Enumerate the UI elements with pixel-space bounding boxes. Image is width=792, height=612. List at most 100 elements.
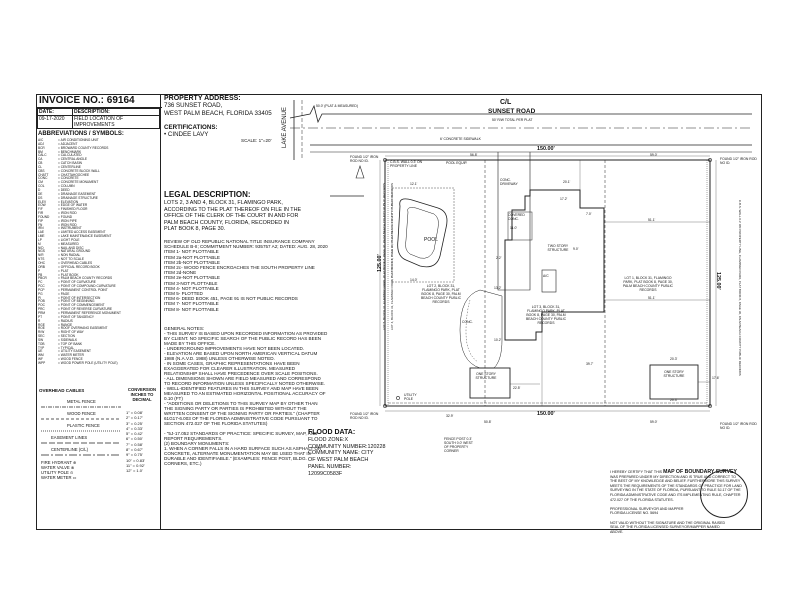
note-line: - THIS SURVEY IS BASED UPON RECORDED INF… [164, 331, 328, 336]
abbreviation-row: IRN= INSTRUMENT [38, 226, 82, 231]
review-line: ITEM 7- NOT PLOTTABLE [164, 301, 219, 307]
dim-d4: 51.1' [648, 296, 656, 300]
note-line: - IN SOME CASES, GRAPHIC REPRESENTATIONS… [164, 361, 300, 366]
certification-line: FLORIDA ADMINISTRATIVE CODE AND ITS IMPL… [610, 492, 741, 497]
utility-pole-label: UTILITY POLE [404, 393, 417, 401]
pool-inner [405, 207, 439, 259]
abbreviation-row: OHC= OVERHEAD CABLES [38, 261, 93, 265]
review-line: REVIEW OF OLD REPUBLIC NATIONAL TITLE IN… [164, 239, 315, 244]
certification-line: MEETS THE REQUIREMENTS OF THE STANDARDS … [610, 483, 742, 488]
abbreviation-row: TOB= TOP OF BANK [38, 341, 83, 346]
conversion-row: 3" = 0.25' [126, 420, 143, 426]
note-line: SECTION 472.027 OF THE FLORIDA STATUTES) [164, 421, 268, 426]
description-header: DESCRIPTION: [72, 108, 160, 116]
abbreviation-row: WF= WOOD FENCE [38, 357, 83, 362]
legend-utility-pole: UTILITY POLE ⊙ [41, 470, 74, 475]
flood-line: COMMUNITY NAME: CITY [308, 450, 374, 457]
note-line: - UNDERGROUND IMPROVEMENTS HAVE NOT BEEN… [164, 346, 305, 351]
legal-line: PALM BEACH COUNTY, FLORIDA, RECORDED IN [164, 219, 290, 226]
flood-line: 12099C0583F [308, 470, 343, 477]
legal-line: ACCORDING TO THE PLAT THEREOF ON FILE IN… [164, 206, 302, 213]
ac-label: A/C [543, 274, 549, 278]
note-line: CORNERS, ETC.) [164, 461, 202, 466]
found-ur: FOUND 1/2" IRON ROD NO ID. [720, 157, 757, 165]
legend-water-valve: WATER VALVE ⊗ [41, 465, 75, 470]
legal-line: PLAT BOOK 8, PAGE 30. [164, 226, 226, 233]
dim-d18: 20.3' [670, 398, 678, 402]
legal-description: LOTS 2, 3 AND 4, BLOCK 31, FLAMINGO PARK… [164, 200, 364, 233]
note-line: BY CLIENT. NO SPECIFIC SEARCH OF THE PUB… [164, 336, 322, 341]
covered-conc-label: COVERED CONC. [508, 213, 525, 221]
note-line: REPORT REQUIREMENTS. [164, 436, 223, 441]
left-column [36, 94, 161, 530]
dim-d21: 14.0' [410, 278, 418, 282]
abbreviation-row: RGE= RANGE [38, 322, 73, 327]
review-line: ITEM 2c- WOOD FENCE ENCROACHES THE SOUTH… [164, 265, 315, 271]
review-line: ITEM 5- PLOTTED [164, 291, 203, 297]
corner-lr-marker [708, 404, 712, 408]
property-boundary [384, 159, 711, 407]
conversion-row: 2" = 0.17' [126, 415, 143, 421]
pool-label: POOL [424, 237, 438, 243]
legal-line: LOTS 2, 3 AND 4, BLOCK 31, FLAMINGO PARK… [164, 200, 283, 206]
dim-right: 125.00' [715, 272, 721, 290]
review-line: ITEM 2a-NOT PLOTTABLE [164, 254, 220, 260]
lot4-vertical-label: LOT 4, BLOCK 31, FLAMINGO PARK, PLAT BOO… [390, 183, 394, 330]
abbreviation-row: UE= UTILITY EASEMENT [38, 349, 91, 354]
note-line: - "ADDITIONS OR DELETIONS TO THIS SURVEY… [164, 401, 318, 406]
conversion-title: CONVERSION INCHES TO DECIMAL [127, 387, 157, 402]
note-line: 0.10 (FT) [164, 396, 183, 401]
fence-post-label: FENCE POST 0.3' SOUTH 0.0' WEST OF PROPE… [444, 437, 473, 453]
revision-table: DATE: DESCRIPTION: 09-17-2020 FIELD LOCA… [37, 108, 160, 129]
abbreviation-row: BM= BENCHMARK [38, 149, 82, 154]
note-line: - WELL-IDENTIFIED FEATURES IN THIS SURVE… [164, 386, 319, 391]
abbreviation-row: PBCR= PALM BEACH COUNTY RECORDS [38, 276, 113, 281]
certification-line: PROFESSIONAL SURVEYOR AND MAPPER [610, 506, 684, 511]
title-review: REVIEW OF OLD REPUBLIC NATIONAL TITLE IN… [164, 239, 379, 312]
note-line: TO RECORD INFORMATION UNLESS SPECIFICALL… [164, 381, 326, 386]
abbreviation-row: CALC= CALCULATED [38, 153, 82, 158]
abbreviation-row: DS= DRAINAGE STRUCTURE [38, 195, 98, 200]
abbreviation-row: SW= SIDEWALK [38, 337, 78, 342]
abbreviation-row: ROE= ROOF OVERHANG EASEMENT [38, 326, 108, 331]
abbreviation-row: NTS= NOT TO SCALE [38, 257, 84, 262]
one-story-structure-left [469, 367, 511, 399]
note-line: 1. WHEN A CORNER FALLS IN A HARD SURFACE… [164, 446, 322, 451]
note-line: GENERAL NOTES: [164, 326, 205, 331]
conversion-row: 1" = 0.08' [126, 410, 143, 415]
review-line: ITEM 6- DEED BOOK 451, PAGE 91 IS NOT PU… [164, 296, 298, 302]
flood-line: OF WEST PALM BEACH [308, 457, 369, 464]
dim-d11: 2.2' [496, 256, 502, 260]
water-meter-icon: ▭ [72, 475, 77, 480]
dim-d7: 11.0' [510, 226, 517, 230]
legend-fire-hydrant: FIRE HYDRANT ⊕ [41, 460, 77, 465]
water-valve-icon: ⊗ [70, 465, 75, 470]
dim-d8: 7.0' [586, 212, 592, 216]
legend-plastic-fence: PLASTIC FENCE [67, 423, 100, 428]
abbreviation-row: CM= CONCRETE MONUMENT [38, 180, 99, 185]
abbreviation-row: R= RADIUS [38, 318, 73, 323]
survey-frame [36, 94, 762, 530]
conversion-row: 12" = 1.0' [126, 468, 143, 474]
flood-line: COMMUNITY NUMBER:120228 [308, 443, 386, 450]
review-line: ITEM 4- NOT PLOTTABLE [164, 285, 219, 291]
note-line: CONCRETE, ALTERNATE MONUMENTATION MAY BE… [164, 451, 311, 456]
abbreviation-row: CA= CENTRAL ANGLE [38, 157, 88, 162]
abbreviation-row: R/W= RIGHT OF WAY [38, 330, 84, 335]
note-line: - "5J-17.052 STANDARDS OF PRACTICE: SPEC… [164, 431, 318, 436]
abbreviation-row: SEC= SECTION [38, 334, 75, 339]
dim-d17: 20.3' [670, 357, 678, 361]
lot3-label: LOT 3, BLOCK 31, FLAMINGO PARK, PLAT BOO… [525, 305, 567, 325]
note-line: MADE BY THIS OFFICE. [164, 341, 216, 346]
surveyor-seal-icon [700, 470, 748, 518]
corner-ul-marker [383, 158, 387, 162]
dim-d6: 17.2' [560, 197, 568, 201]
dim-d20: 12.1' [410, 182, 418, 186]
abbreviation-row: NGS= NATURAL GROUND [38, 249, 91, 254]
abbreviation-row: PB= PLAT BOOK [38, 272, 79, 277]
one-story-left-label: ONE STORY STRUCTURE [475, 372, 497, 380]
abbreviation-row: P= PLAT [38, 268, 69, 273]
abbreviation-row: PG= PAGE [38, 291, 70, 296]
north-arrow-icon [355, 165, 365, 179]
